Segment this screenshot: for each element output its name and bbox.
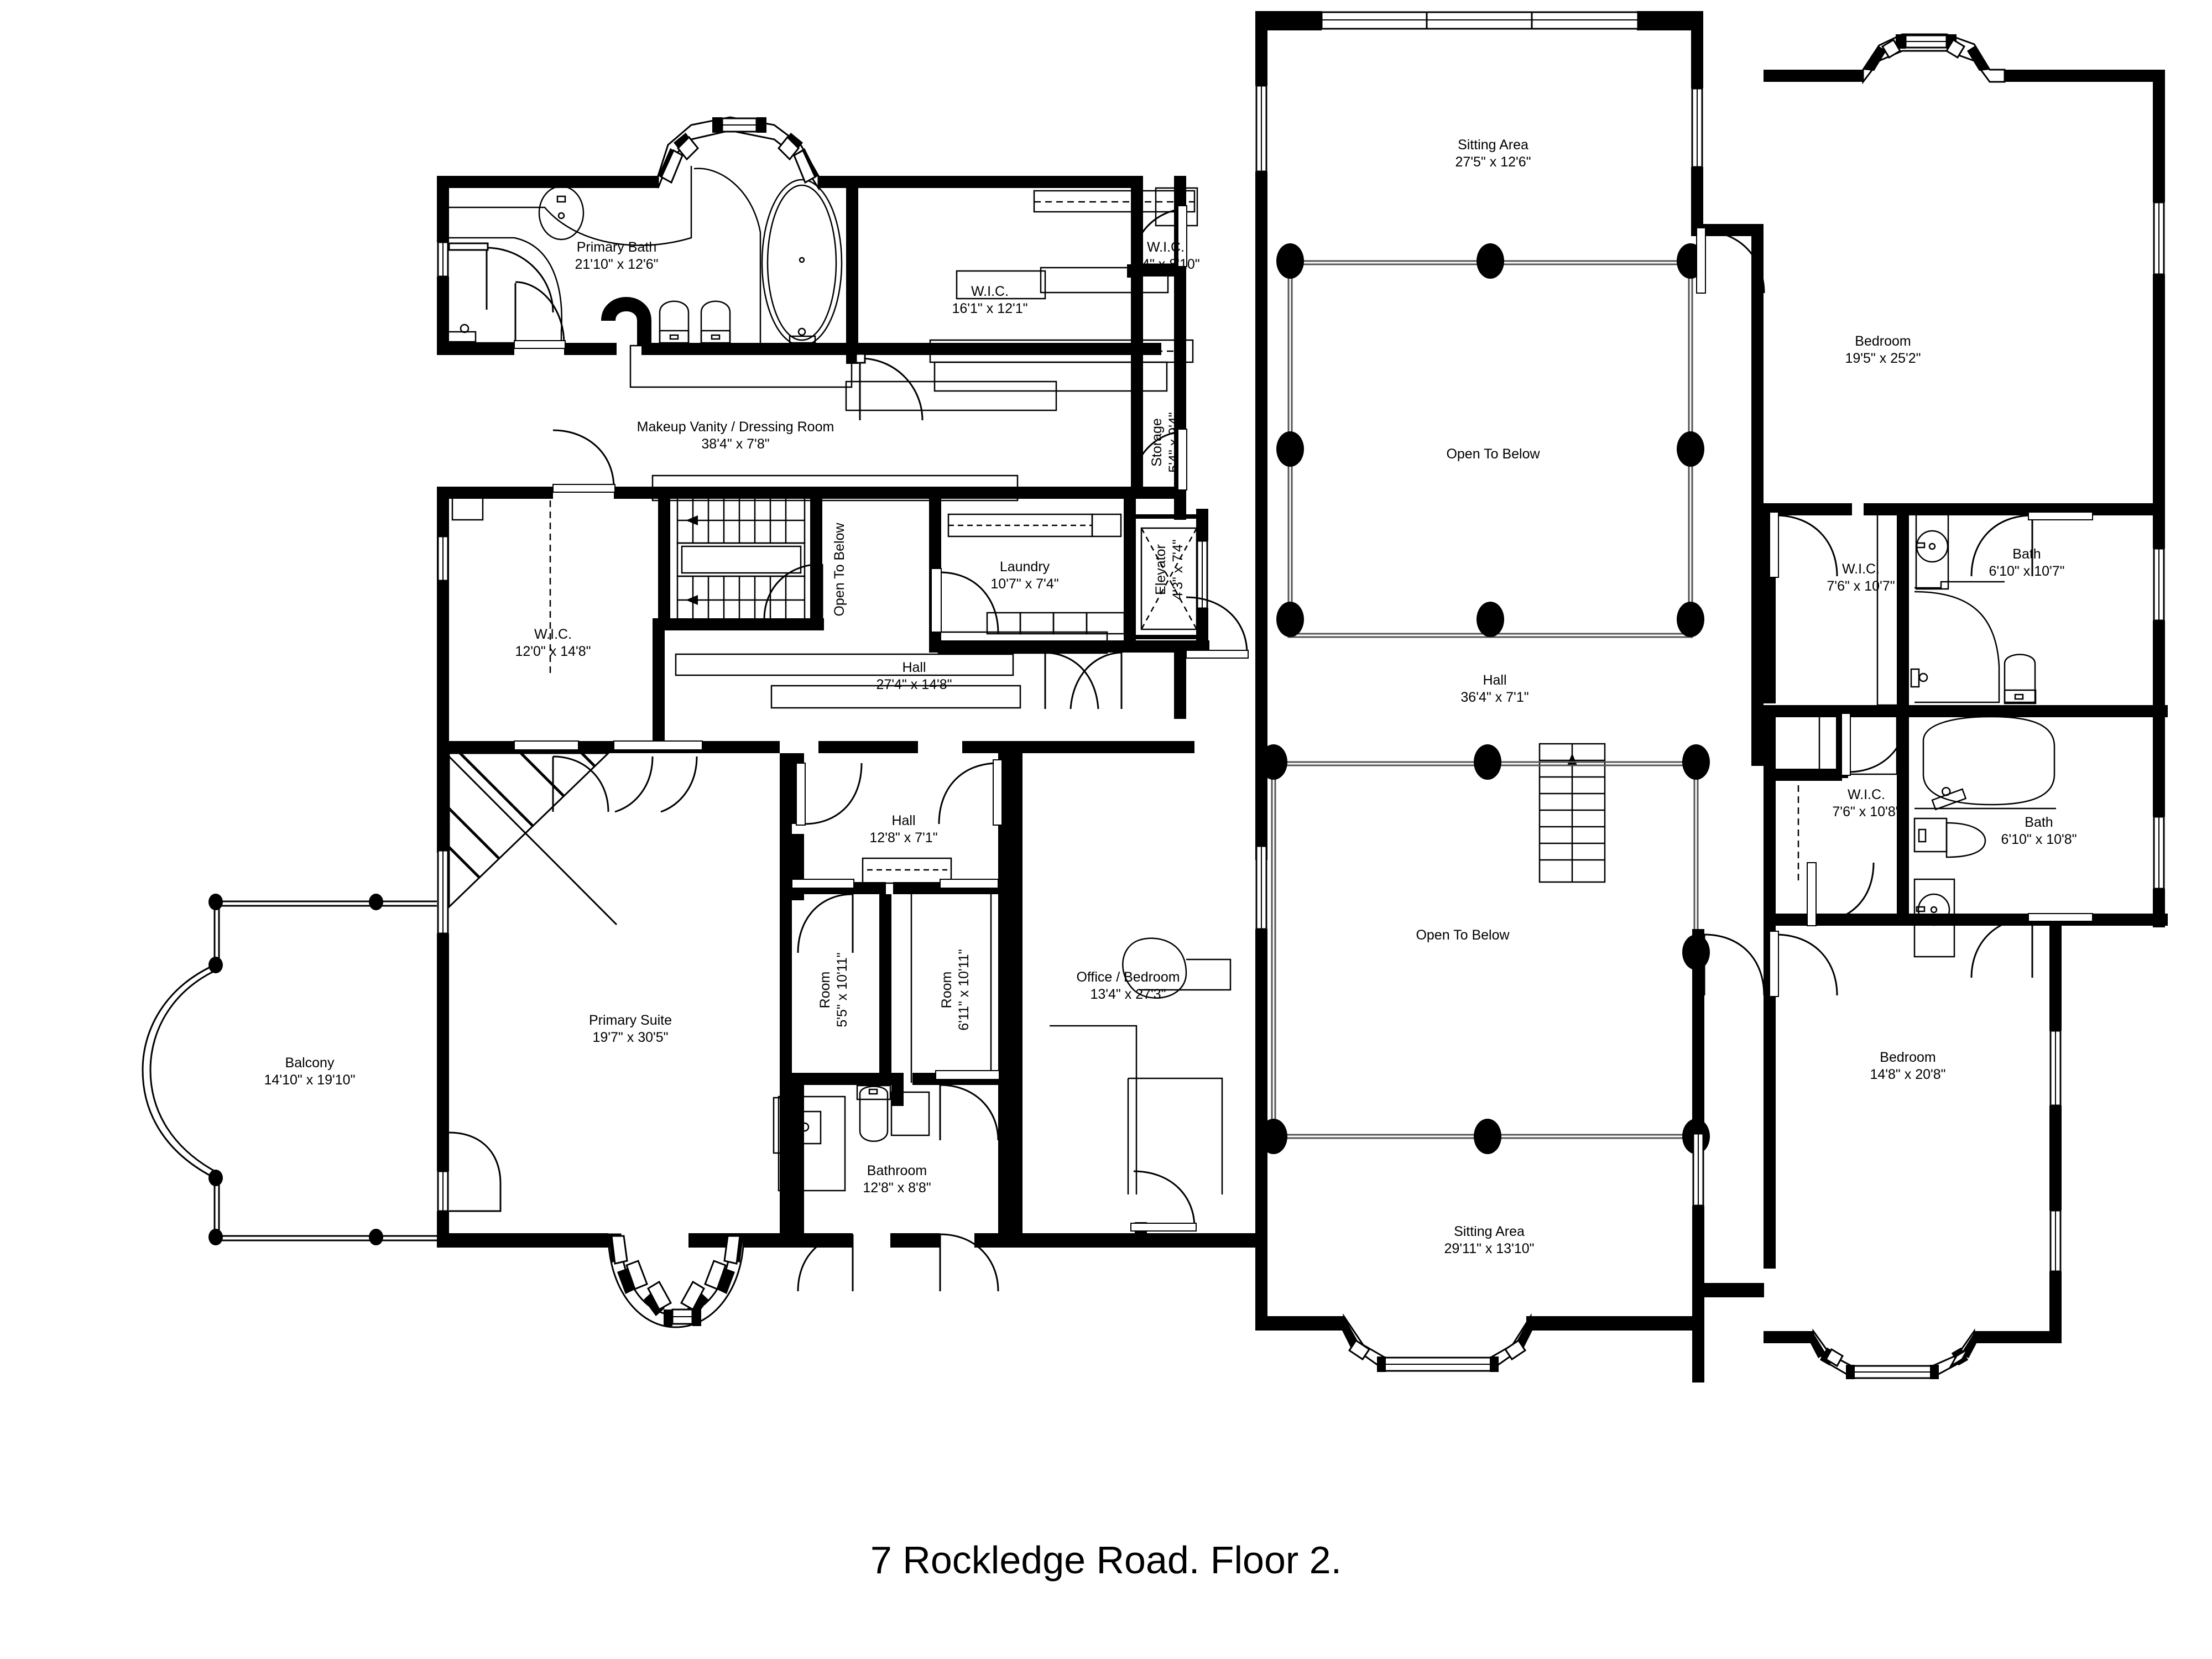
room-dimensions: 21'10" x 12'6" xyxy=(575,257,658,272)
room-dimensions: 4'3" x 7'4" xyxy=(1170,539,1186,599)
room-label-wic_small_top: W.I.C. 5'4" x 8'10" xyxy=(1131,239,1199,272)
room-name: Elevator xyxy=(1153,544,1168,595)
room-name: Balcony xyxy=(285,1055,335,1071)
room-dimensions: 5'5" x 10'11" xyxy=(834,952,850,1027)
room-label-bathroom_lower: Bathroom 12'8" x 8'8" xyxy=(863,1163,931,1196)
doors-layer xyxy=(448,205,2093,1292)
room-label-bedroom_top: Bedroom 19'5" x 25'2" xyxy=(1845,333,1921,366)
room-label-wic_r_bot: W.I.C. 7'6" x 10'8" xyxy=(1832,787,1900,820)
room-dimensions: 29'11" x 13'10" xyxy=(1444,1241,1534,1256)
room-name: Office / Bedroom xyxy=(1076,969,1180,985)
page-title: 7 Rockledge Road. Floor 2. xyxy=(870,1538,1342,1582)
room-dimensions: 5'4" x 8'10" xyxy=(1131,257,1199,272)
room-dimensions: 27'5" x 12'6" xyxy=(1455,154,1531,170)
room-label-hall_upper: Hall 27'4" x 14'8" xyxy=(876,660,952,692)
room-dimensions: 7'6" x 10'7" xyxy=(1827,578,1895,594)
room-name: W.I.C. xyxy=(1848,787,1885,802)
room-dimensions: 12'8" x 8'8" xyxy=(863,1180,931,1196)
room-name: Bath xyxy=(2012,546,2041,562)
room-label-wic_r_top: W.I.C.7'6" x 10'7" xyxy=(1827,561,1895,594)
room-name: Bedroom xyxy=(1880,1050,1936,1065)
room-name: Hall xyxy=(902,660,926,675)
room-label-open_below_left: Open To Below xyxy=(832,523,847,617)
room-name: Open To Below xyxy=(1416,927,1510,943)
room-label-office_bedroom: Office / Bedroom 13'4" x 27'3" xyxy=(1076,969,1180,1002)
room-name: Laundry xyxy=(1000,559,1050,575)
room-dimensions: 5'4" x 9'4" xyxy=(1166,412,1182,472)
room-name: W.I.C. xyxy=(971,284,1009,299)
room-name: Bedroom xyxy=(1855,333,1911,349)
room-dimensions: 12'0" x 14'8" xyxy=(515,644,591,659)
room-name: Hall xyxy=(891,813,915,828)
room-label-wic_primary: W.I.C. 16'1" x 12'1" xyxy=(952,284,1027,316)
room-name: W.I.C. xyxy=(1842,561,1880,577)
room-name: Open To Below xyxy=(1446,446,1540,462)
room-label-bedroom_bot: Bedroom 14'8" x 20'8" xyxy=(1870,1050,1945,1082)
room-name: Bathroom xyxy=(867,1163,927,1178)
room-dimensions: 14'10" x 19'10" xyxy=(264,1072,356,1088)
room-dimensions: 13'4" x 27'3" xyxy=(1090,987,1166,1002)
room-name: Sitting Area xyxy=(1454,1224,1525,1239)
room-dimensions: 6'10" x 10'8" xyxy=(2001,832,2077,847)
room-name: W.I.C. xyxy=(1147,239,1185,255)
room-name: W.I.C. xyxy=(534,627,572,642)
room-label-wic_left: W.I.C. 12'0" x 14'8" xyxy=(515,627,591,659)
room-dimensions: 12'8" x 7'1" xyxy=(869,830,937,846)
room-dimensions: 36'4" x 7'1" xyxy=(1460,690,1528,705)
room-name: Room xyxy=(817,972,833,1009)
room-label-sitting_bot: Sitting Area 29'11" x 13'10" xyxy=(1444,1224,1534,1256)
room-name: Primary Bath xyxy=(577,239,656,255)
room-name: Primary Suite xyxy=(589,1013,672,1028)
room-label-primary_suite: Primary Suite 19'7" x 30'5" xyxy=(589,1013,672,1045)
room-dimensions: 16'1" x 12'1" xyxy=(952,301,1027,316)
room-name: Open To Below xyxy=(832,523,847,617)
room-label-open_below_bot: Open To Below xyxy=(1416,927,1510,943)
room-dimensions: 7'6" x 10'8" xyxy=(1832,804,1900,820)
room-label-bath_r_bot: Bath 6'10" x 10'8" xyxy=(2001,815,2077,847)
balcony-railing xyxy=(142,900,437,1241)
room-name: Bath xyxy=(2025,815,2053,830)
walls-layer xyxy=(437,11,2168,1383)
room-labels-layer: Primary Bath 21'10" x 12'6" W.I.C. 16'1" x … xyxy=(264,137,2077,1256)
room-label-hall_mid: Hall 36'4" x 7'1" xyxy=(1460,672,1528,705)
room-label-hall_lower: Hall 12'8" x 7'1" xyxy=(869,813,937,846)
room-name: Sitting Area xyxy=(1458,137,1528,153)
room-label-primary_bath: Primary Bath 21'10" x 12'6" xyxy=(575,239,658,272)
room-label-open_below_top: Open To Below xyxy=(1446,446,1540,462)
room-dimensions: 38'4" x 7'8" xyxy=(701,436,769,452)
room-label-bath_r_top: Bath 6'10" x 10'7" xyxy=(1989,546,2064,579)
room-dimensions: 27'4" x 14'8" xyxy=(876,677,952,692)
room-dimensions: 6'10" x 10'7" xyxy=(1989,564,2064,579)
room-name: Makeup Vanity / Dressing Room xyxy=(637,419,834,435)
railing-columns-top xyxy=(1276,243,1704,637)
room-dimensions: 19'5" x 25'2" xyxy=(1845,351,1921,366)
room-name: Room xyxy=(939,972,954,1009)
balcony-posts xyxy=(208,894,383,1245)
room-dimensions: 6'11" x 10'11" xyxy=(956,949,972,1030)
room-dimensions: 14'8" x 20'8" xyxy=(1870,1067,1945,1082)
room-dimensions: 19'7" x 30'5" xyxy=(592,1030,668,1045)
room-name: Storage xyxy=(1149,418,1165,467)
room-name: Hall xyxy=(1483,672,1506,688)
room-dimensions: 10'7" x 7'4" xyxy=(990,576,1058,592)
